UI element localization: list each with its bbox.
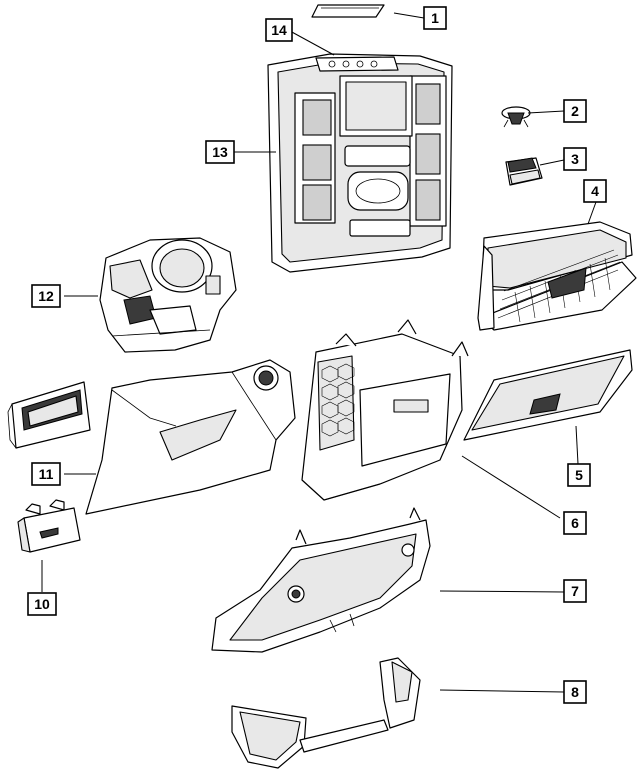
part-2-clip xyxy=(501,106,531,128)
svg-text:3: 3 xyxy=(571,151,579,167)
part-12-column-shroud xyxy=(99,237,237,353)
part-13-center-bezel xyxy=(267,53,453,273)
part-4-storage-bin xyxy=(477,221,637,331)
svg-text:1: 1 xyxy=(431,10,439,26)
part-8-lower-trim xyxy=(231,657,421,769)
callout-12: 12 xyxy=(31,284,61,308)
part-1-plate xyxy=(311,4,385,18)
svg-text:12: 12 xyxy=(38,288,54,304)
part-10-insert xyxy=(17,499,81,553)
svg-text:7: 7 xyxy=(571,583,579,599)
callout-4: 4 xyxy=(583,179,607,203)
part-11-lower-panel xyxy=(85,359,296,515)
svg-text:10: 10 xyxy=(34,596,50,612)
svg-text:13: 13 xyxy=(212,144,228,160)
svg-text:8: 8 xyxy=(571,684,579,700)
callout-8: 8 xyxy=(563,680,587,704)
svg-text:14: 14 xyxy=(271,22,287,38)
callout-6: 6 xyxy=(563,511,587,535)
svg-text:5: 5 xyxy=(575,467,583,483)
svg-text:11: 11 xyxy=(39,466,54,482)
svg-text:4: 4 xyxy=(591,183,599,199)
part-5-glove-box-door xyxy=(463,349,633,441)
callout-3: 3 xyxy=(563,147,587,171)
part-3-switch xyxy=(505,157,543,186)
part-6-center-housing xyxy=(301,319,469,501)
callout-5: 5 xyxy=(567,463,591,487)
left-vent-bezel xyxy=(7,381,91,449)
callout-1: 1 xyxy=(423,6,447,30)
callout-14: 14 xyxy=(265,18,293,42)
leader-lines xyxy=(41,12,597,693)
svg-text:6: 6 xyxy=(571,515,579,531)
callout-2: 2 xyxy=(563,99,587,123)
svg-text:2: 2 xyxy=(571,103,579,119)
callout-13: 13 xyxy=(205,140,235,164)
part-7-knee-bolster xyxy=(211,507,431,653)
callout-11: 11 xyxy=(31,462,61,486)
callout-10: 10 xyxy=(27,592,57,616)
callout-7: 7 xyxy=(563,579,587,603)
